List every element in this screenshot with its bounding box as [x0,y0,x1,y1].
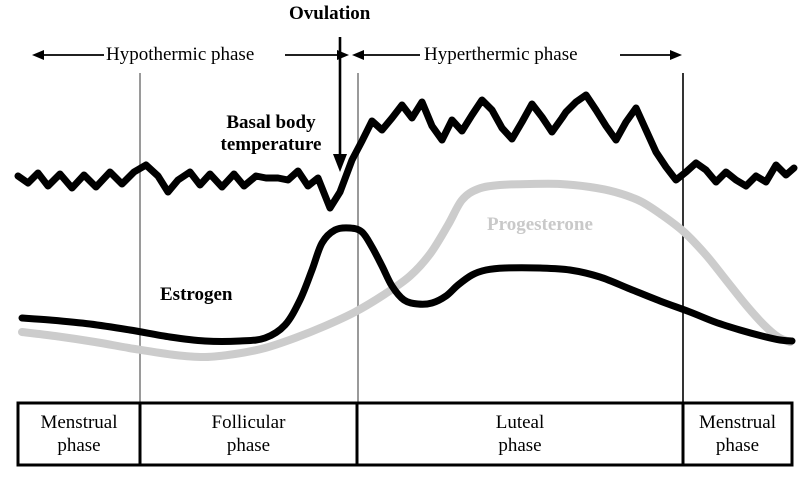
ovulation-label: Ovulation [289,3,371,24]
phase-cell-line2: phase [226,435,271,456]
phase-cell-line1: Luteal [495,412,545,433]
phase-cell-menstrual-1: Menstrual phase [18,403,140,465]
phase-cell-line1: Follicular [211,412,286,433]
progesterone-curve [18,179,794,362]
hyperthermic-phase-arrow [352,50,682,60]
phase-cell-line2: phase [57,435,101,456]
ovulation-arrowhead-icon [333,154,347,172]
basal-body-temperature-curve [14,91,798,212]
phase-cell-line2: phase [498,435,542,456]
estrogen-label: Estrogen [160,284,233,305]
hypothermic-phase-label: Hypothermic phase [106,44,255,65]
right-arrowhead-icon-2 [670,50,682,60]
phase-box-frame [16,401,794,467]
left-arrowhead-icon-2 [352,50,364,60]
hypothermic-phase-arrow [32,50,349,60]
phase-cell-line1: Menstrual [698,412,777,433]
bbt-label-line2: temperature [220,134,322,155]
phase-cell-line1: Menstrual [40,412,118,433]
phase-cell-luteal: Luteal phase [357,403,683,465]
progesterone-label: Progesterone [487,214,593,235]
basal-body-temperature-label: Basal body temperature [200,112,342,156]
phase-cell-line2: phase [715,435,760,456]
right-arrowhead-icon [337,50,349,60]
hyperthermic-phase-label: Hyperthermic phase [424,44,578,65]
left-arrowhead-icon [32,50,44,60]
bbt-label-line1: Basal body [226,112,316,133]
estrogen-curve [18,224,796,345]
phase-cell-menstrual-2: Menstrual phase [683,403,792,465]
phase-cell-follicular: Follicular phase [140,403,357,465]
